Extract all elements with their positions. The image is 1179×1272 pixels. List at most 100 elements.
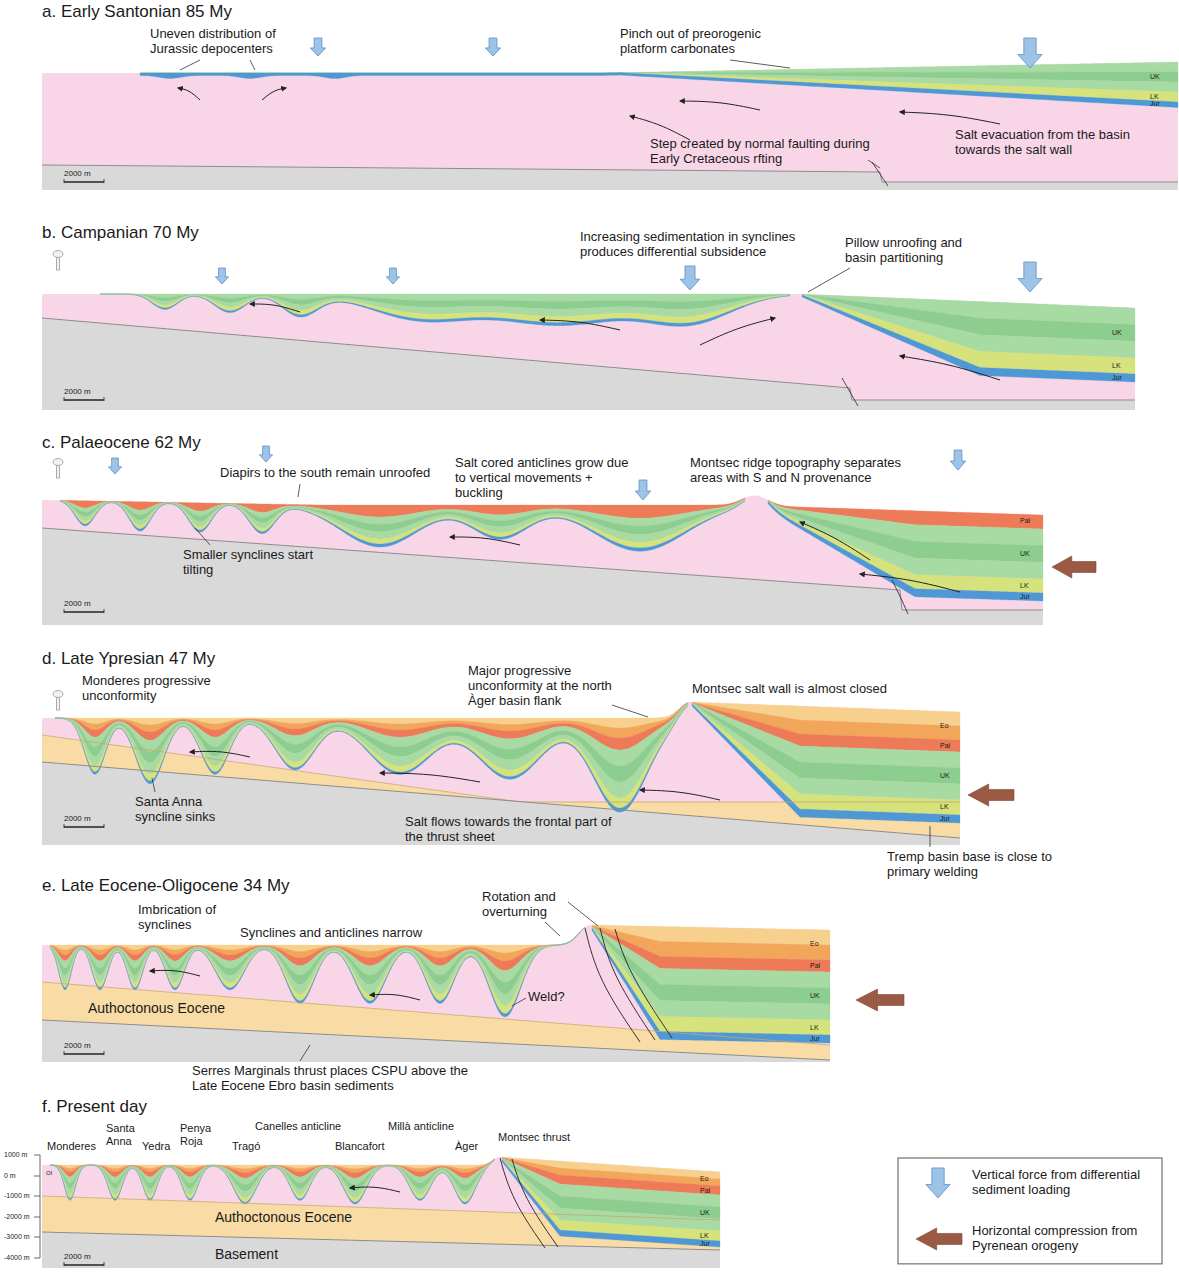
place-name: Santa Anna [106, 1122, 146, 1147]
strata-layer [802, 295, 1135, 374]
leader-line [730, 60, 790, 68]
panel-title: e. Late Eocene-Oligocene 34 My [42, 876, 290, 896]
layer-label: UK [810, 992, 820, 999]
place-name: Montsec thrust [498, 1131, 570, 1144]
strata-layer [50, 1159, 495, 1203]
scale-bar-tick [64, 1051, 65, 1055]
leader-line [612, 705, 648, 717]
place-name: Blancafort [335, 1140, 385, 1153]
panel-title: a. Early Santonian 85 My [42, 2, 232, 22]
layer-label: LK [1112, 362, 1121, 369]
annotation: Weld? [528, 990, 565, 1005]
region-label: Basement [215, 1246, 278, 1262]
layer-label: UK [700, 1209, 710, 1216]
strata-layer [140, 73, 1178, 108]
elevation-label: 0 m [4, 1172, 16, 1179]
scale-bar [64, 826, 104, 827]
annotation: Montsec ridge topography separates areas… [690, 456, 925, 486]
basement-top-line [42, 1232, 720, 1250]
thrust-line [500, 1158, 545, 1248]
leader-line [512, 998, 526, 1006]
annotation: Tremp basin base is close to primary wel… [887, 850, 1097, 880]
scale-bar-tick [64, 179, 65, 183]
compression-arrow [856, 989, 904, 1011]
scale-bar-tick [64, 609, 65, 613]
annotation: Pinch out of preorogenic platform carbon… [620, 27, 805, 57]
loading-arrow [926, 1168, 950, 1198]
layer-label: LK [1150, 93, 1159, 100]
salt-flow-arrow [178, 88, 200, 100]
loading-arrow [215, 268, 228, 284]
layer-label: LK [1020, 582, 1029, 589]
compression-arrow [1052, 556, 1096, 578]
loading-arrow [108, 458, 121, 474]
strata-layer [60, 501, 745, 551]
annotation: Diapirs to the south remain unroofed [220, 466, 430, 481]
strata-layer [592, 928, 830, 1035]
loading-arrow [950, 450, 965, 470]
salt-flow-arrow [380, 773, 480, 782]
basement-top-line [42, 1020, 830, 1060]
legend-box [898, 1158, 1162, 1264]
region-label: Authoctonous Eocene [215, 1209, 352, 1225]
cross-section-panel [42, 925, 830, 1062]
panel-title: d. Late Ypresian 47 My [42, 649, 215, 669]
thrust-line [585, 928, 640, 1042]
pin-symbol [53, 459, 63, 466]
strata-layer [140, 62, 1178, 73]
scale-bar-tick [64, 397, 65, 401]
strata-layer [768, 501, 1043, 593]
layer-label: Jur [700, 1240, 710, 1247]
strata-layer [50, 1159, 495, 1198]
scale-label: 2000 m [64, 1042, 91, 1050]
salt-flow-arrow [150, 970, 200, 976]
layer-label: Pal [810, 962, 820, 969]
layer-label: Ol [46, 1170, 52, 1176]
loading-arrow [386, 268, 399, 284]
layer-label: Pal [1020, 517, 1030, 524]
basement-top-line [42, 318, 1135, 400]
layer-label: UK [1150, 73, 1160, 80]
loading-arrow [310, 38, 325, 56]
legend-text: Vertical force from differential sedimen… [972, 1168, 1154, 1198]
salt [42, 702, 960, 802]
elevation-tick [34, 1196, 40, 1197]
salt-flow-arrow [700, 318, 775, 345]
layer-label: Jur [1150, 100, 1160, 107]
annotation: Major progressive unconformity at the no… [468, 664, 618, 709]
annotation: Smaller synclines start tilting [183, 548, 318, 578]
layer-label: Pal [940, 742, 950, 749]
scale-bar-tick [64, 1262, 65, 1266]
autochthonous-top-line [42, 982, 830, 1045]
layer-label: LK [810, 1024, 819, 1031]
salt-flow-arrow [370, 994, 420, 1000]
place-name: Monderes [47, 1140, 96, 1153]
strata-layer [100, 294, 790, 326]
autochthonous-top-line [42, 1196, 720, 1220]
layer-label: LK [700, 1232, 709, 1239]
cross-section-panel [42, 1157, 720, 1268]
cross-section-panel [42, 495, 1043, 625]
leader-line [195, 528, 210, 545]
salt [42, 294, 1135, 400]
place-name: Tragó [232, 1140, 260, 1153]
strata-layer [592, 927, 830, 1020]
elevation-tick [34, 1217, 40, 1218]
region-label: Authoctonous Eocene [88, 1000, 225, 1016]
leader-line [300, 1045, 310, 1061]
normal-fault [872, 162, 888, 186]
strata-layer [802, 295, 1135, 382]
scale-label: 2000 m [64, 815, 91, 823]
layer-label: Jur [940, 815, 950, 822]
salt-flow-arrow [860, 574, 960, 592]
place-name: Millà anticline [388, 1120, 454, 1133]
compression-arrow [968, 784, 1014, 806]
scale-bar-tick [104, 397, 105, 401]
elevation-tick [34, 1258, 40, 1259]
elevation-axis [40, 1155, 41, 1258]
elevation-label: -2000 m [4, 1213, 30, 1220]
annotation: Salt cored anticlines grow due to vertic… [455, 456, 630, 501]
thrust-line [512, 1159, 558, 1247]
loading-arrow [259, 446, 272, 462]
